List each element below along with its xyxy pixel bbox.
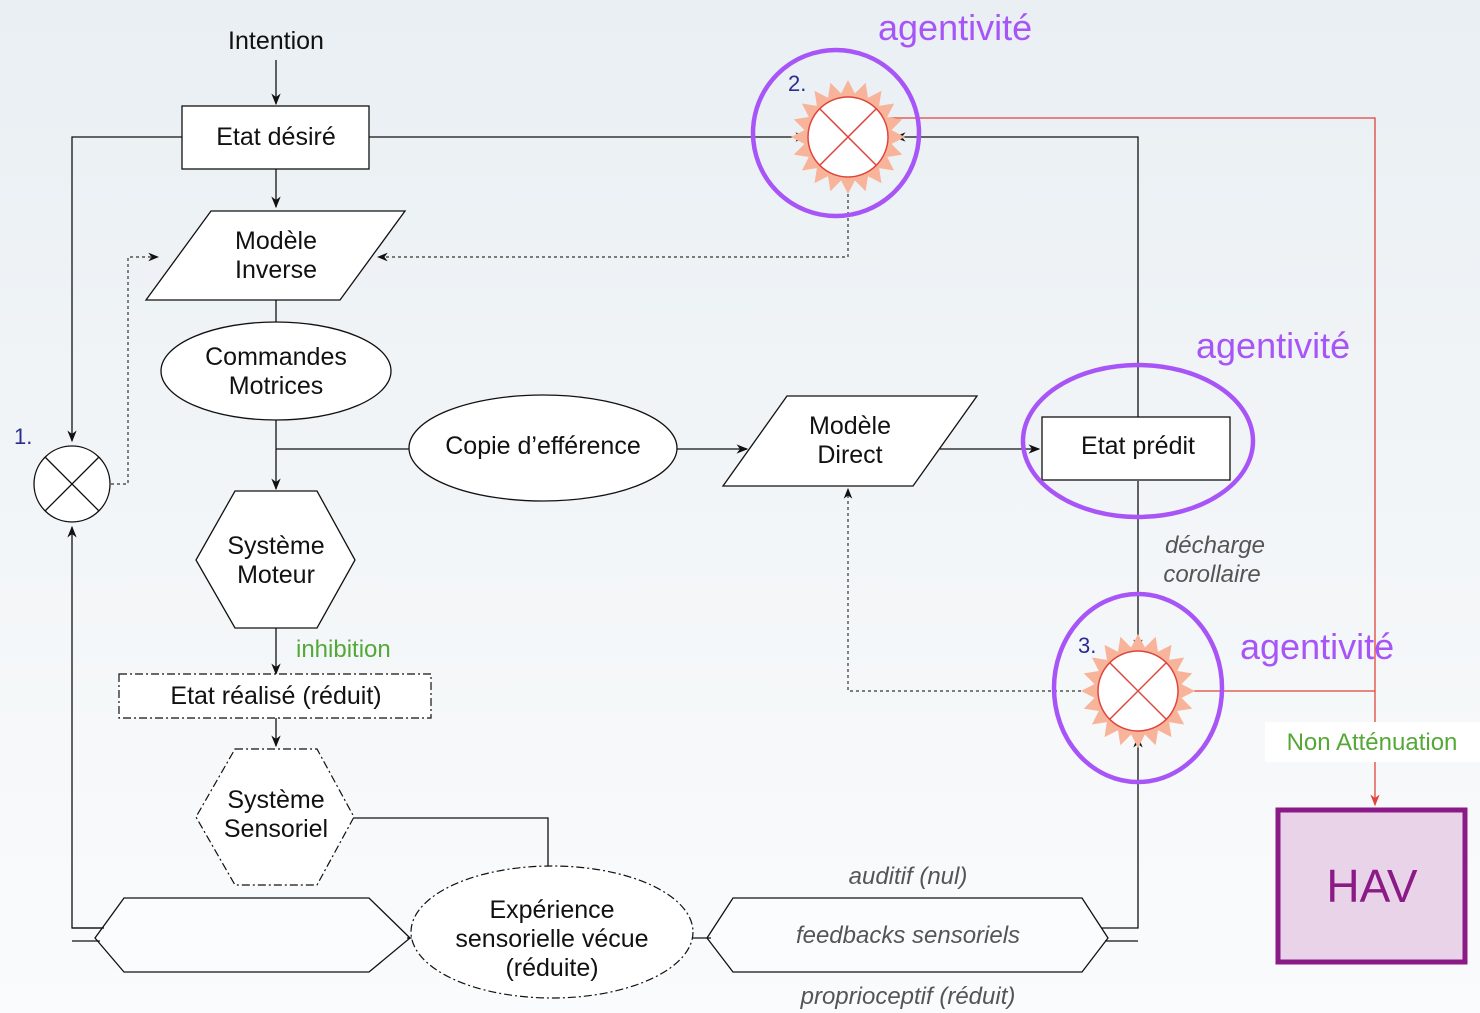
number-1: 1.	[14, 424, 32, 449]
agentivite-label-1: agentivité	[878, 7, 1032, 48]
systeme-moteur-line2: Moteur	[237, 561, 315, 589]
experience-shape	[410, 865, 694, 999]
copie-efference-label: Copie d’efférence	[445, 432, 641, 460]
systeme-sensoriel-shape	[195, 748, 355, 886]
auditif-label: auditif (nul)	[849, 863, 968, 890]
experience-line3: (réduite)	[505, 954, 598, 982]
decharge-line1: décharge	[1165, 532, 1265, 559]
etat-realise-box	[118, 673, 432, 719]
red-connectors	[889, 117, 1380, 807]
decharge-line2: corollaire	[1163, 561, 1260, 588]
intention-label: Intention	[228, 27, 324, 55]
commandes-motrices-shape	[160, 321, 392, 421]
experience-line1: Expérience	[489, 896, 614, 924]
copie-efference-shape	[408, 394, 678, 502]
proprioceptif-label: proprioceptif (réduit)	[800, 983, 1016, 1010]
feedbacks-label: feedbacks sensoriels	[796, 922, 1020, 949]
modele-inverse-line1: Modèle	[235, 227, 317, 255]
systeme-moteur-line1: Système	[227, 532, 324, 560]
etat-predit-box	[1041, 416, 1231, 481]
non-attenuation-bg	[1265, 722, 1480, 762]
commandes-motrices-line1: Commandes	[205, 343, 347, 371]
modele-inverse-shape	[144, 210, 407, 301]
inhibition-label: inhibition	[296, 636, 391, 663]
etat-realise-label: Etat réalisé (réduit)	[170, 682, 381, 710]
etat-desire-box	[181, 105, 370, 170]
hav-box	[1275, 807, 1468, 965]
modele-direct-line2: Direct	[817, 441, 882, 469]
modele-direct-shape	[721, 395, 979, 487]
systeme-sensoriel-line2: Sensoriel	[224, 815, 328, 843]
comparator-1	[33, 445, 111, 523]
comparator-2	[791, 80, 905, 194]
number-3: 3.	[1078, 633, 1096, 658]
agentivite-label-3: agentivité	[1240, 626, 1394, 667]
systeme-sensoriel-line1: Système	[227, 786, 324, 814]
modele-direct-line1: Modèle	[809, 412, 891, 440]
modele-inverse-line2: Inverse	[235, 256, 317, 284]
etat-predit-label: Etat prédit	[1081, 432, 1195, 460]
commandes-motrices-line2: Motrices	[229, 372, 323, 400]
feedback-band	[72, 897, 1138, 973]
hav-label: HAV	[1326, 860, 1417, 912]
number-2: 2.	[788, 71, 806, 96]
experience-line2: sensorielle vécue	[455, 925, 648, 953]
systeme-moteur-shape	[195, 490, 356, 629]
non-attenuation-label: Non Atténuation	[1287, 729, 1458, 756]
agentivite-rings	[750, 47, 1256, 785]
comparator-3	[1081, 634, 1195, 748]
agentivite-label-2: agentivité	[1196, 325, 1350, 366]
etat-desire-label: Etat désiré	[216, 123, 336, 151]
